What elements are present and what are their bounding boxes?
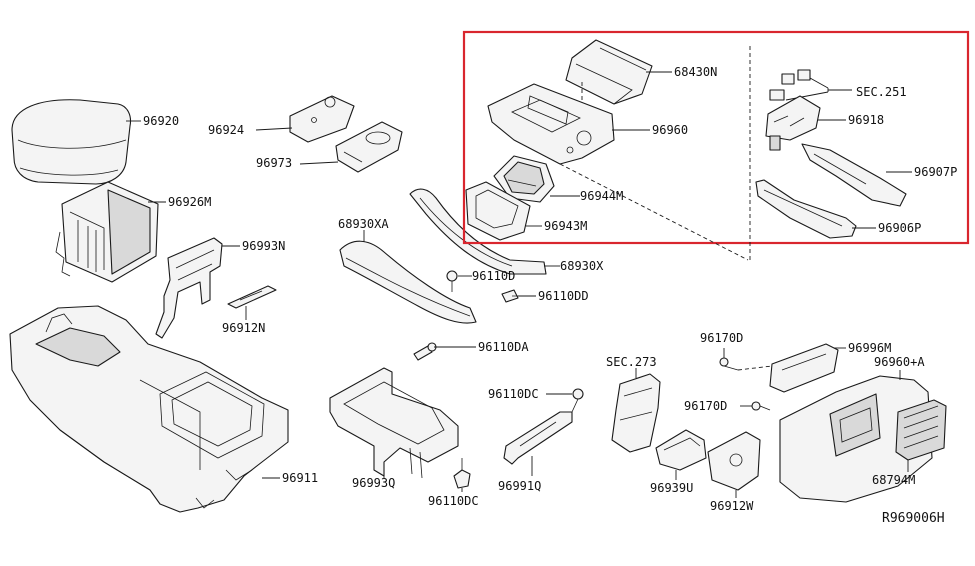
- part-bracket-96912W: [707, 431, 761, 491]
- part-trim-96906P: [755, 179, 857, 239]
- part-duct-sec273: [611, 373, 661, 453]
- callout-96973: 96973: [256, 156, 292, 170]
- callout-96906P: 96906P: [878, 221, 921, 235]
- callout-96170D-lower: 96170D: [684, 399, 727, 413]
- part-bezel-96943M: [465, 181, 531, 241]
- callout-96911: 96911: [282, 471, 318, 485]
- callout-SEC251: SEC.251: [856, 85, 907, 99]
- callout-96993Q: 96993Q: [352, 476, 395, 490]
- part-frame-96993Q: [329, 367, 459, 479]
- dash-96996M: [737, 365, 773, 371]
- leader-SEC251-b: [785, 91, 829, 101]
- callout-96110DC-lower: 96110DC: [428, 494, 479, 508]
- part-trim-68930XA: [339, 240, 477, 324]
- callout-68430N: 68430N: [674, 65, 717, 79]
- callout-96907P: 96907P: [914, 165, 957, 179]
- callout-68930X: 68930X: [560, 259, 604, 273]
- callout-96996M: 96996M: [848, 341, 891, 355]
- part-bracket-96939U: [655, 429, 707, 471]
- callout-96924: 96924: [208, 123, 244, 137]
- part-vent-68794M: [895, 399, 947, 461]
- part-switch-sec251: [769, 69, 811, 101]
- part-screw-96110D: [446, 270, 458, 292]
- callout-96926M: 96926M: [168, 195, 211, 209]
- callout-68930XA: 68930XA: [338, 217, 389, 231]
- part-module-68430N: [565, 39, 653, 105]
- part-rear-panel-96960A: [779, 375, 933, 503]
- callout-96912N: 96912N: [222, 321, 265, 335]
- callout-68794M: 68794M: [872, 473, 915, 487]
- part-storage-bin: [55, 181, 159, 283]
- callout-96991Q: 96991Q: [498, 479, 541, 493]
- callout-96110DD: 96110DD: [538, 289, 589, 303]
- part-switch-panel-96918: [765, 95, 821, 151]
- part-bolt-96110DC-upper: [571, 388, 584, 413]
- callout-SEC273: SEC.273: [606, 355, 657, 369]
- callout-96939U: 96939U: [650, 481, 693, 495]
- callout-96960: 96960: [652, 123, 688, 137]
- part-armrest-lid: [11, 99, 132, 185]
- callout-96110DC-upper: 96110DC: [488, 387, 539, 401]
- leader-96924: [255, 127, 293, 131]
- highlight-box: [462, 30, 970, 245]
- part-console-body: [9, 305, 289, 513]
- part-bracket-96996M: [769, 343, 839, 393]
- part-screw-96110DA: [413, 342, 437, 361]
- callout-96918: 96918: [848, 113, 884, 127]
- callout-96920: 96920: [143, 114, 179, 128]
- part-bolt-96110DC-lower: [453, 458, 471, 489]
- leader-SEC251-a: [809, 77, 829, 89]
- part-trim-96907P: [801, 143, 907, 207]
- part-bracket-96991Q: [503, 411, 573, 465]
- part-bracket-96993N: [155, 237, 223, 339]
- callout-96110D: 96110D: [472, 269, 515, 283]
- part-panel-96960: [487, 83, 615, 165]
- dash-diagonal: [559, 163, 749, 261]
- callout-96170D-upper: 96170D: [700, 331, 743, 345]
- callout-96912W: 96912W: [710, 499, 754, 513]
- callout-96960A: 96960+A: [874, 355, 925, 369]
- callout-96993N: 96993N: [242, 239, 285, 253]
- part-shifter-bezel-96944M: [493, 155, 555, 203]
- part-clip-96170D-lower: [751, 401, 771, 411]
- part-cup-holder-96924: [289, 95, 355, 143]
- callout-96944M: 96944M: [580, 189, 623, 203]
- callout-96110DA: 96110DA: [478, 340, 529, 354]
- part-tray-96973: [335, 121, 403, 173]
- part-clip-96912N: [227, 285, 277, 309]
- part-trim-68930X: [409, 188, 547, 275]
- callout-96943M: 96943M: [544, 219, 587, 233]
- leader-96973: [299, 161, 339, 165]
- part-clip-96170D-upper: [719, 357, 739, 371]
- diagram-reference: R969006H: [882, 511, 945, 526]
